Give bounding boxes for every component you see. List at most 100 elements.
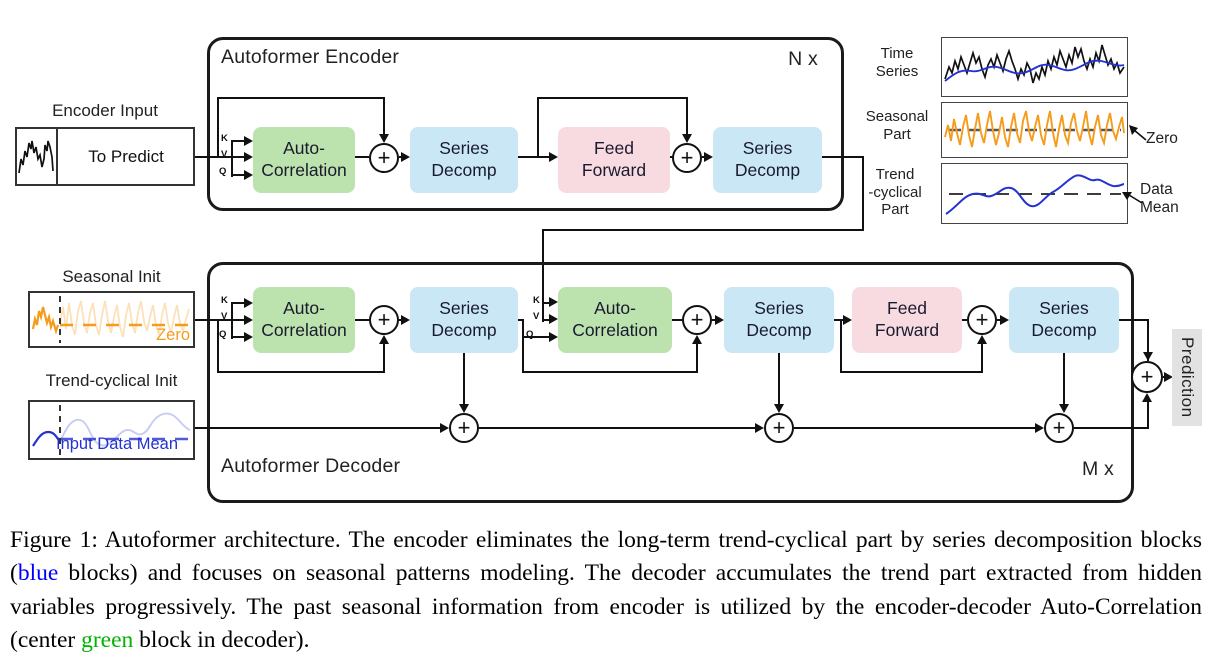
arrowhead [682,134,692,143]
connector [231,140,233,177]
label-line: Seasonal [865,108,929,125]
encoder-auto-correlation-block: Auto-Correlation [253,127,355,193]
arrowhead [692,335,702,344]
q-port-label: Q [219,329,227,340]
skip-connection [522,337,524,373]
arrowhead [244,152,253,162]
arrowhead [715,315,724,325]
skip-connection [383,344,385,373]
label-line: -cyclical [868,183,922,201]
encoder-output-connector [542,229,544,322]
arrowhead [1142,393,1152,402]
trend-drop-connector [778,353,780,404]
arrowhead [1059,404,1069,413]
skip-connection [217,97,385,99]
sum-node: + [764,413,794,443]
label-line: Data [1140,181,1173,198]
prediction-output: Prediction [1172,329,1202,426]
encoder-input-label: Encoder Input [52,101,158,120]
seasonal-part-waveform [944,110,1125,148]
arrowhead [401,315,410,325]
trend-drop-connector [463,353,465,404]
connector [232,140,245,142]
figure-caption: Figure 1: Autoformer architecture. The e… [10,524,1202,657]
connector [355,319,369,321]
encoder-series-decomp-2-block: Series Decomp [713,127,822,193]
sum-node: + [1044,413,1074,443]
skip-connection [981,344,983,373]
arrowhead [244,136,253,146]
encoder-input-divider [56,128,58,185]
sum-node: + [369,143,399,173]
connector [195,319,232,321]
connector [997,319,1000,321]
arrowhead [244,332,253,342]
arrowhead [843,315,852,325]
caption-segment: green [81,627,134,654]
decoder-series-decomp-1-block: Series Decomp [410,287,518,353]
trend-init-waveform [32,405,191,455]
connector [232,174,245,176]
label-line: Part [883,125,911,143]
connector [522,319,524,339]
arrowhead [549,297,558,307]
trend-line [479,427,755,429]
connector [232,302,245,304]
encoder-output-connector [862,156,864,231]
encoder-series-decomp-1-block: Series Decomp [410,127,518,193]
skip-connection [840,371,983,373]
connector [1119,319,1149,321]
encoder-frame [207,37,844,211]
connector [543,302,549,304]
connector [195,156,232,158]
connector [522,336,549,338]
trend-cyclical-part-label: Trend -cyclical Part [852,166,938,219]
q-port-label: Q [219,166,227,177]
skip-connection [217,97,219,157]
connector [232,156,245,158]
connector [543,319,549,321]
prediction-label: Prediction [1178,337,1197,418]
skip-connection [537,97,539,157]
arrowhead [379,335,389,344]
encoder-output-connector [822,156,864,158]
skip-connection [537,97,688,99]
skip-connection [217,371,385,373]
arrowhead [704,152,713,162]
encoder-input-text: To Predict [88,146,164,166]
time-series-label: Time Series [858,45,936,80]
trend-line [1074,427,1149,429]
decoder-series-decomp-2-block: Series Decomp [724,287,834,353]
trend-init-box [28,400,195,460]
sum-node: + [672,143,702,173]
arrowhead [549,332,558,342]
decoder-feed-forward-block: Feed Forward [852,287,962,353]
connector [712,319,715,321]
seasonal-init-box [28,291,195,348]
sum-node: + [967,305,997,335]
caption-segment: blue [17,560,59,587]
arrowhead [401,152,410,162]
arrowhead [755,423,764,433]
zero-pointer-arrow [1129,125,1147,141]
encoder-title: Autoformer Encoder [221,46,400,68]
v-port-label: V [221,149,228,160]
trend-line [195,427,440,429]
trend-init-label: Trend-cyclical Init [45,371,178,390]
decoder-auto-correlation-1-block: Auto-Correlation [253,287,355,353]
connector [518,156,549,158]
trend-init-mean-annotation: Input Data Mean [56,435,178,453]
arrowhead [1164,372,1173,382]
final-sum-node: + [1131,361,1163,393]
arrowhead [977,335,987,344]
skip-connection [840,319,842,373]
connector [670,156,673,158]
time-series-waveform [944,44,1125,84]
arrowhead [244,315,253,325]
decoder-series-decomp-3-block: Series Decomp [1009,287,1119,353]
k-port-label: K [533,295,540,306]
arrowhead [459,404,469,413]
arrowhead [244,170,253,180]
caption-segment: Figure 1: Autoformer architecture. The e… [10,527,1202,587]
